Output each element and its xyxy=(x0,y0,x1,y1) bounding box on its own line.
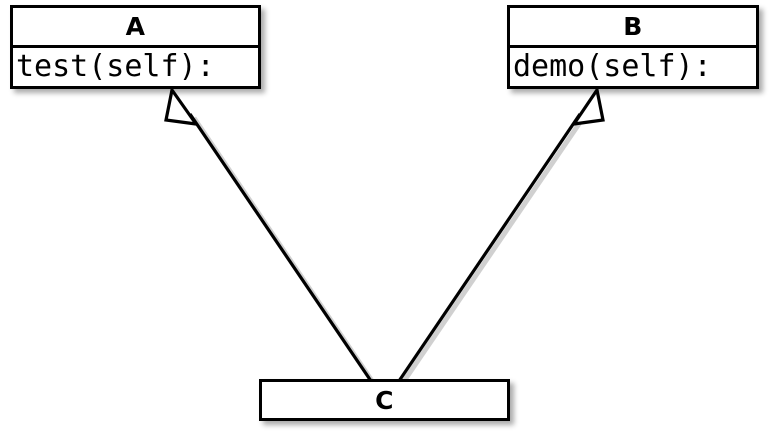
compartment-divider-b xyxy=(510,45,756,48)
class-box-b[interactable]: B demo(self): xyxy=(507,5,759,89)
edge-line-c-to-a xyxy=(188,113,373,382)
compartment-divider-a xyxy=(13,45,258,48)
class-name-c: C xyxy=(375,385,394,415)
class-name-b: B xyxy=(623,12,643,41)
class-name-a: A xyxy=(125,12,146,41)
edge-line-c-to-b xyxy=(397,113,582,382)
edge-shadow-group xyxy=(191,116,586,386)
generalization-edge-c-to-a[interactable] xyxy=(164,86,373,382)
class-members-b: demo(self): xyxy=(513,49,712,84)
generalization-edge-c-to-b[interactable] xyxy=(397,85,605,382)
class-box-c[interactable]: C xyxy=(259,379,510,421)
class-box-a[interactable]: A test(self): xyxy=(10,5,261,89)
class-members-a: test(self): xyxy=(16,49,215,84)
hollow-triangle-arrowhead-b xyxy=(570,85,605,127)
hollow-triangle-arrowhead-a xyxy=(164,86,200,127)
